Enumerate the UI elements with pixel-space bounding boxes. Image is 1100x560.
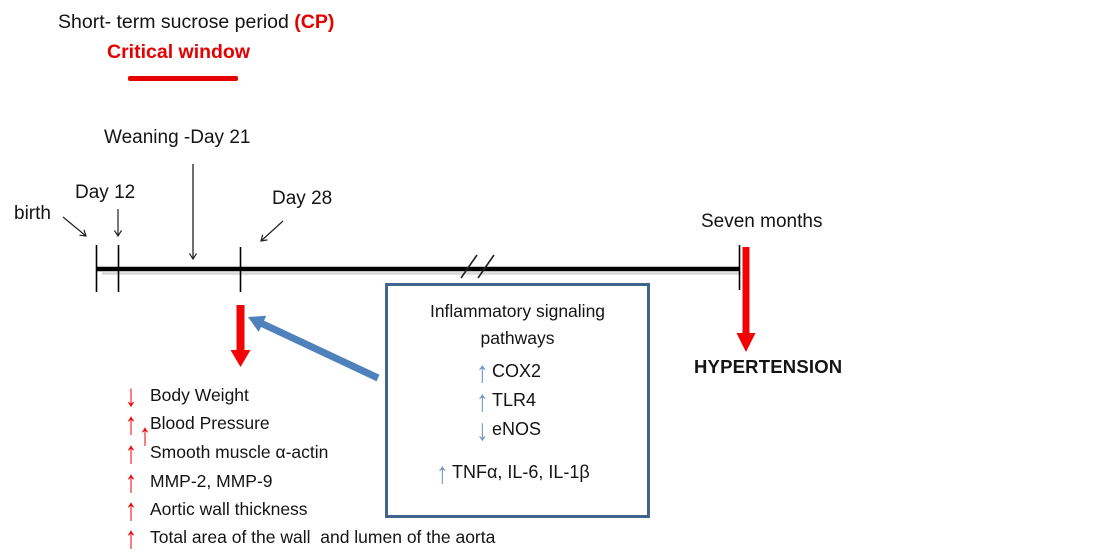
- box-link-blue-arrow: [248, 315, 380, 382]
- outcome-label: Body Weight: [150, 385, 249, 405]
- down-arrow-icon: ↓: [125, 378, 137, 414]
- box-item-label: TLR4: [492, 390, 537, 410]
- main-title-black: Short- term sucrose period: [58, 11, 295, 33]
- main-title-cp: (CP): [294, 11, 335, 33]
- box-item-label: COX2: [492, 361, 542, 381]
- outcome-label: MMP-2, MMP-9: [150, 471, 273, 491]
- main-title: Short- term sucrose period (CP): [58, 11, 334, 33]
- birth-pointer-arrow: [62, 216, 87, 237]
- seven-months-red-down-arrow: [736, 247, 756, 352]
- timeline-label-day28: Day 28: [272, 188, 333, 209]
- stray-up-arrow-icon: ↑: [139, 417, 151, 453]
- hypertension-label: HYPERTENSION: [694, 356, 843, 377]
- day28-pointer-arrow: [260, 220, 284, 242]
- axis-break-slash-1: [460, 254, 478, 279]
- up-arrow-icon: ↑: [125, 406, 137, 442]
- critical-window-underline: [128, 76, 238, 81]
- up-arrow-icon: ↑: [125, 492, 137, 528]
- timeline-label-seven-months: Seven months: [701, 211, 823, 232]
- box-item: ↑ TLR4: [476, 385, 647, 419]
- box-item: ↓ eNOS: [476, 414, 647, 448]
- up-arrow-icon: ↑: [125, 520, 137, 556]
- box-item: ↑ COX2: [476, 356, 647, 390]
- down-arrow-icon: ↓: [476, 413, 489, 448]
- outcome-label: Blood Pressure: [150, 413, 270, 433]
- inflammatory-box-items: ↑ COX2 ↑ TLR4 ↓ eNOS: [476, 356, 647, 448]
- box-footer-label: TNFα, IL-6, IL-1β: [452, 462, 590, 482]
- inflammatory-box-title: Inflammatory signaling pathways: [388, 298, 647, 352]
- critical-window-label: Critical window: [107, 41, 251, 63]
- box-item-label: eNOS: [492, 419, 542, 439]
- up-arrow-icon: ↑: [476, 384, 489, 419]
- timeline-label-weaning-day21: Weaning -Day 21: [104, 127, 251, 148]
- inflammatory-box-title-line2: pathways: [480, 328, 555, 348]
- outcome-row: ↑ MMP-2, MMP-9: [125, 466, 273, 497]
- up-arrow-icon: ↑: [476, 355, 489, 390]
- outcome-row: ↑ Smooth muscle α-actin: [125, 437, 329, 468]
- up-arrow-icon: ↑: [436, 456, 449, 491]
- up-arrow-icon: ↑: [125, 435, 137, 471]
- day28-red-down-arrow: [230, 305, 251, 367]
- timeline-label-day12: Day 12: [75, 182, 136, 203]
- inflammatory-box: Inflammatory signaling pathways ↑ COX2 ↑…: [385, 283, 650, 518]
- axis-break-slash-2: [477, 254, 495, 279]
- up-arrow-icon: ↑: [125, 464, 137, 500]
- outcome-label: Smooth muscle α-actin: [150, 442, 329, 462]
- inflammatory-box-title-line1: Inflammatory signaling: [429, 301, 606, 321]
- outcome-row: ↑ Blood Pressure: [125, 408, 270, 439]
- outcome-row: ↑ Total area of the wall and lumen of th…: [125, 522, 496, 553]
- outcome-label: Total area of the wall and lumen of the …: [150, 527, 496, 547]
- outcome-row: ↑ Aortic wall thickness: [125, 494, 308, 525]
- box-footer: ↑ TNFα, IL-6, IL-1β: [436, 456, 647, 491]
- timeline-label-birth: birth: [14, 203, 51, 224]
- outcome-label: Aortic wall thickness: [150, 499, 308, 519]
- outcome-row: ↓ Body Weight: [125, 380, 249, 411]
